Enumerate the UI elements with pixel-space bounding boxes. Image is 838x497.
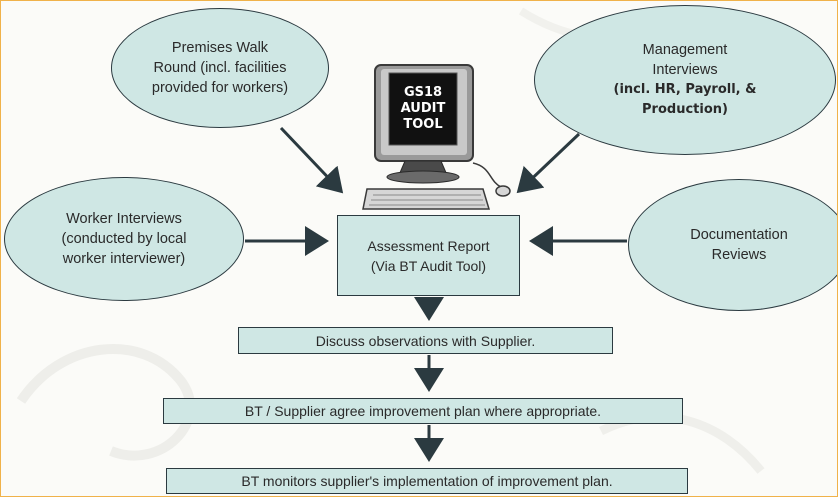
computer-illustration: GS18 AUDIT TOOL [351, 63, 511, 213]
step-agree-improvement-plan-box: BT / Supplier agree improvement plan whe… [163, 398, 683, 424]
documentation-reviews-node: Documentation Reviews [628, 179, 837, 311]
premises-walk-round-label: Premises Walk Round (incl. facilities pr… [151, 40, 289, 96]
assessment-report-label: Assessment Report (Via BT Audit Tool) [367, 237, 490, 274]
management-interviews-detail: (incl. HR, Payroll, & Production) [613, 82, 757, 117]
step-discuss-observations-label: Discuss observations with Supplier. [315, 332, 536, 349]
step-agree-improvement-plan-label: BT / Supplier agree improvement plan whe… [244, 403, 602, 419]
premises-walk-round-node: Premises Walk Round (incl. facilities pr… [111, 8, 329, 128]
worker-interviews-node: Worker Interviews (conducted by local wo… [4, 177, 244, 301]
management-interviews-node: Management Interviews (incl. HR, Payroll… [534, 5, 836, 155]
arrow-premises-to-computer [279, 126, 344, 194]
computer-icon [362, 64, 511, 210]
worker-interviews-label: Worker Interviews (conducted by local wo… [61, 211, 187, 267]
step-discuss-observations-box: Discuss observations with Supplier. [238, 327, 613, 354]
management-interviews-label: Management Interviews [642, 42, 728, 78]
arrow-management-to-computer [516, 132, 581, 194]
step-monitor-implementation-label: BT monitors supplier's implementation of… [241, 473, 613, 489]
step-monitor-implementation-box: BT monitors supplier's implementation of… [166, 468, 688, 494]
assessment-report-box: Assessment Report (Via BT Audit Tool) [337, 215, 520, 296]
computer-screen-text: GS18 AUDIT TOOL [400, 85, 446, 132]
documentation-reviews-label: Documentation Reviews [690, 227, 788, 263]
